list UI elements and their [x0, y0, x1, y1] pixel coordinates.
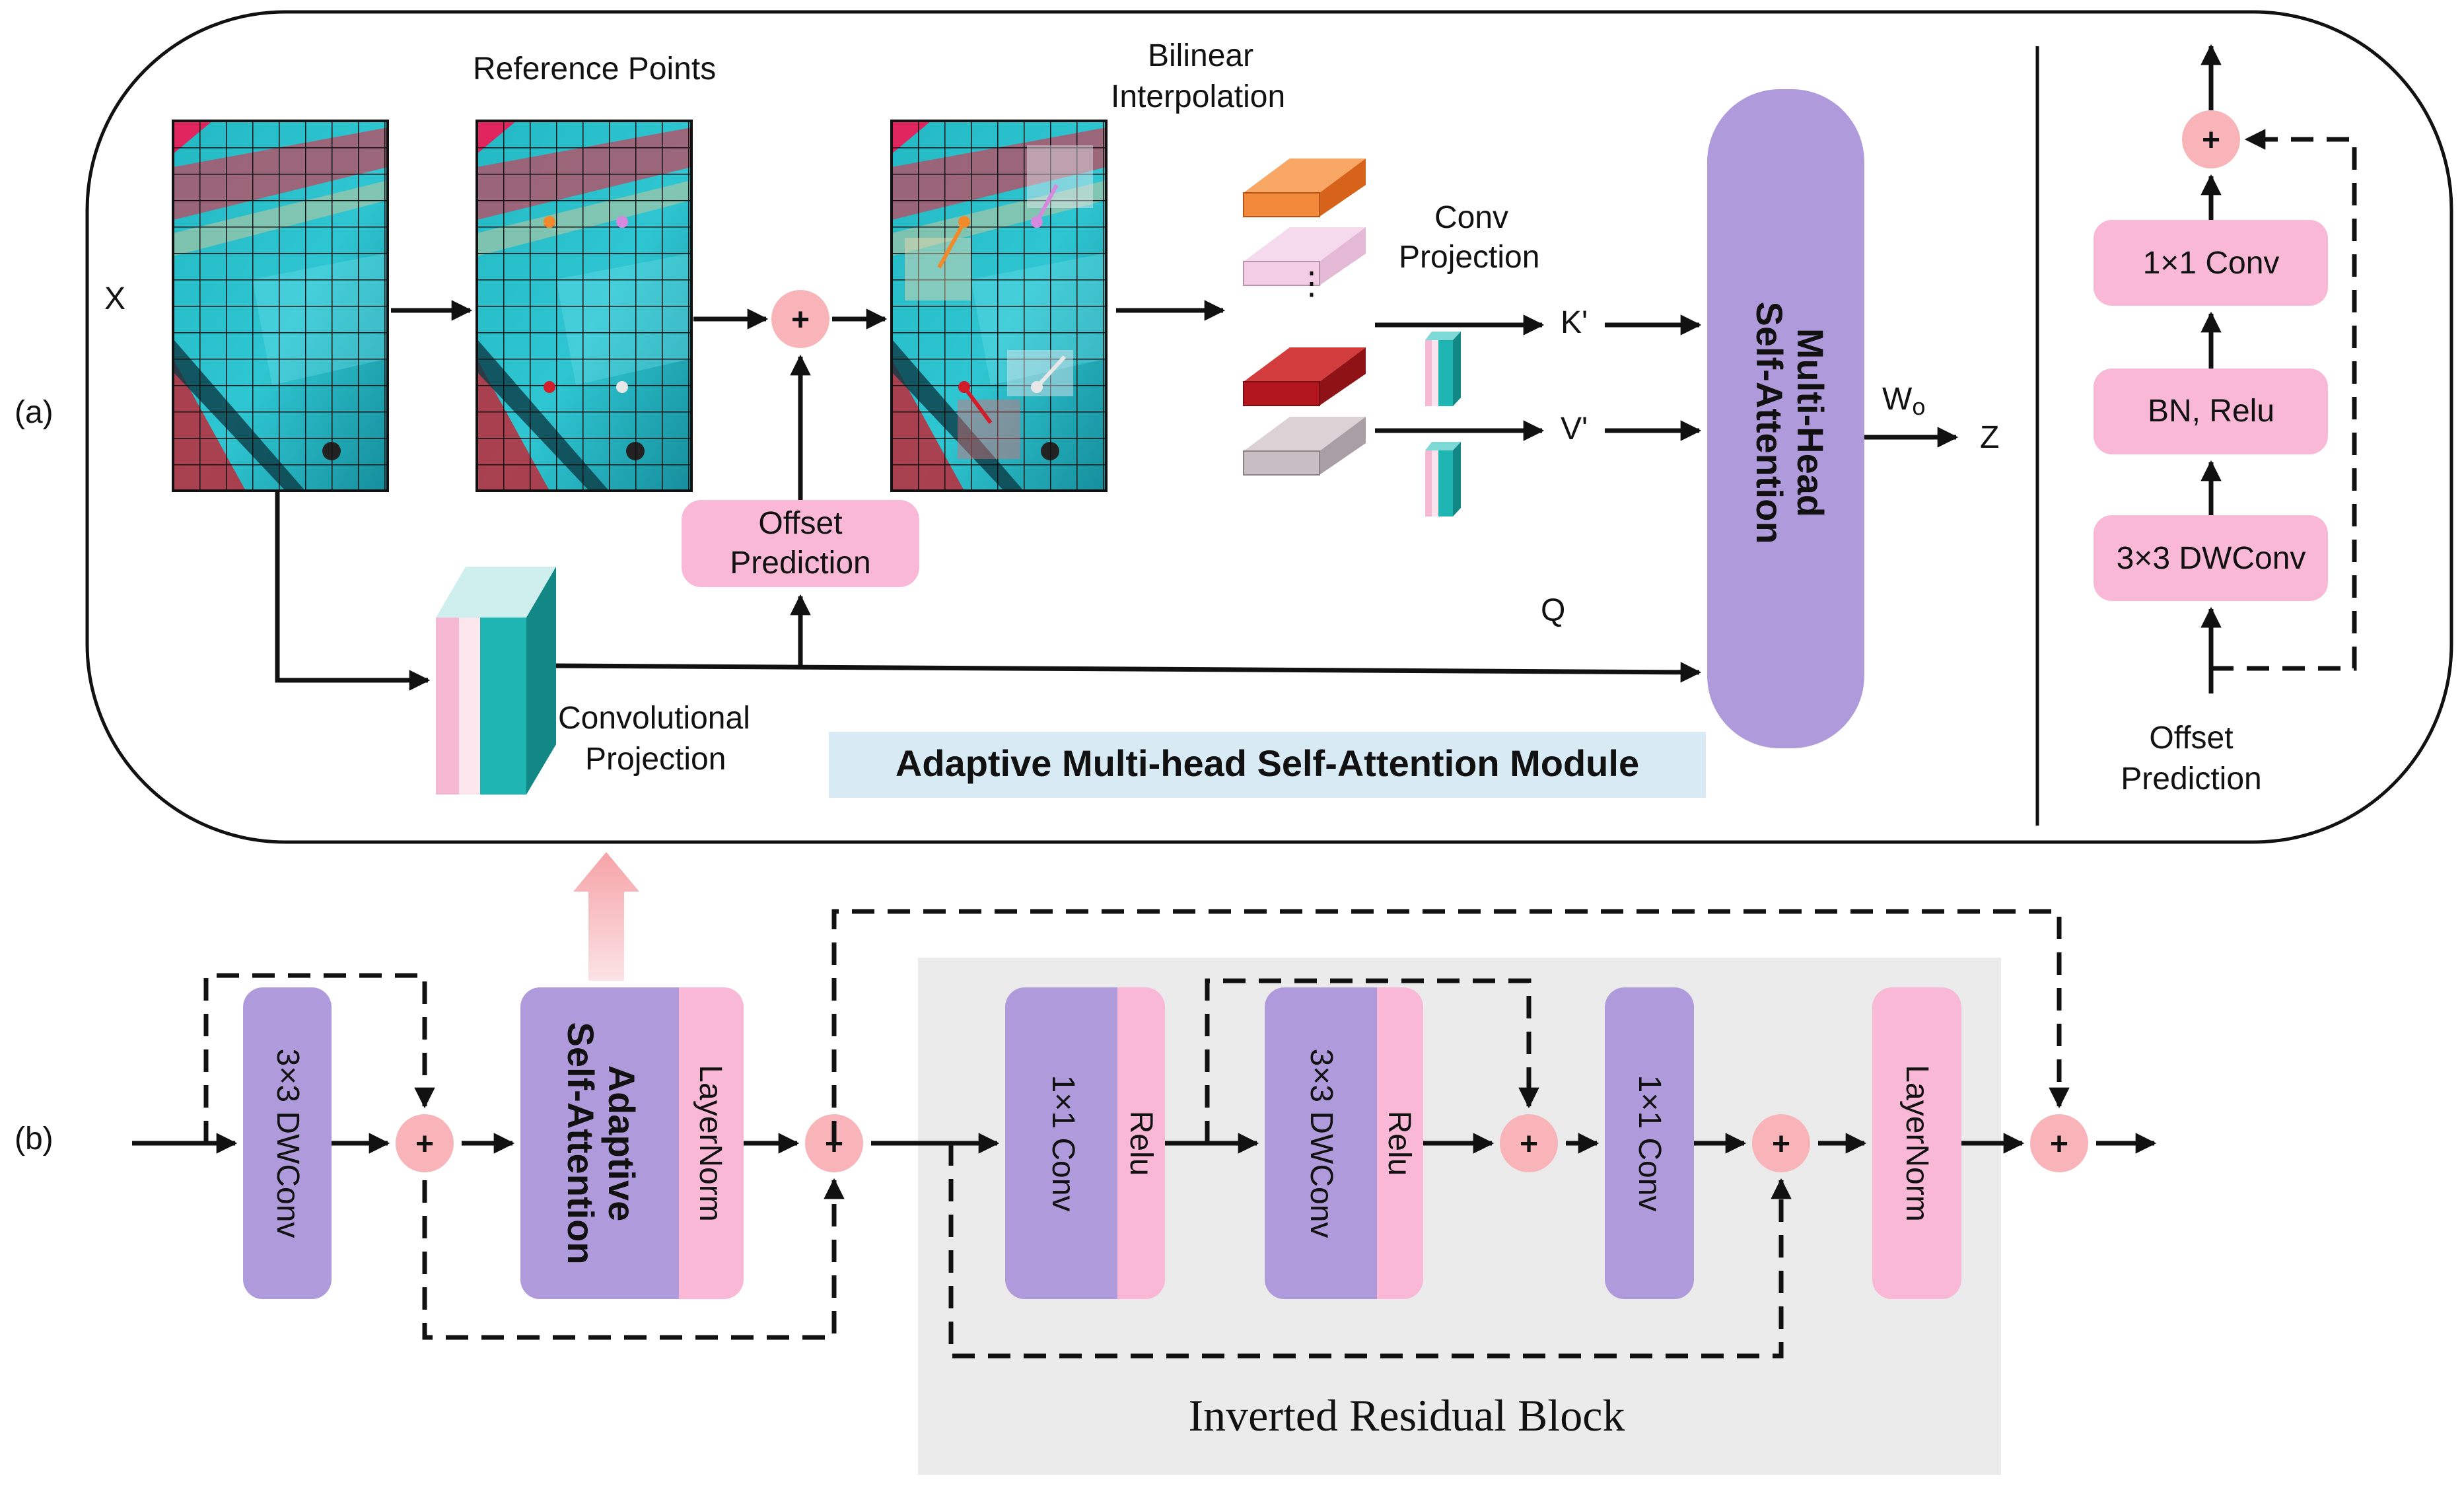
ref-point-violet — [616, 216, 628, 228]
add-node-b5: + — [2030, 1114, 2088, 1172]
irb-conv2-label: 1×1 Conv — [1632, 1075, 1667, 1212]
irb-relu1-label: Relu — [1123, 1111, 1158, 1176]
dwconv-label: 3×3 DWConv — [270, 1049, 305, 1238]
detail-caption-2: Prediction — [2121, 762, 2261, 797]
wo-label: Wo — [1882, 382, 1925, 420]
z-label: Z — [1980, 420, 1999, 455]
irb-dwconv-label: 3×3 DWConv — [1304, 1049, 1339, 1238]
panel-b: (b) Inverted Residual Block 3×3 DWConv A… — [15, 909, 2157, 1475]
svg-text:+: + — [415, 1127, 434, 1162]
adaptive-attention-block: Adaptive Self-Attention LayerNorm — [520, 987, 744, 1299]
sampling-points-map — [890, 120, 1108, 492]
detail-caption-1: Offset — [2149, 721, 2233, 756]
convolutional-projection-block — [436, 567, 556, 795]
ref-point-red — [544, 381, 555, 393]
input-x-label: X — [104, 281, 125, 316]
add-node-b4: + — [1752, 1114, 1810, 1172]
irb-conv2-block — [1605, 987, 1694, 1299]
irb-title: Inverted Residual Block — [1189, 1390, 1625, 1440]
mhsa-block — [1707, 89, 1864, 748]
svg-text:+: + — [1520, 1127, 1538, 1162]
bilinear-label-1: Bilinear — [1148, 38, 1253, 73]
detail-dwconv-box — [2094, 515, 2328, 601]
conv-proj-label-2: Projection — [1399, 240, 1539, 275]
module-title: Adaptive Multi-head Self-Attention Modul… — [896, 742, 1639, 784]
add-node-b3: + — [1500, 1114, 1558, 1172]
v-label: V' — [1561, 411, 1588, 446]
expand-up-arrow — [573, 852, 639, 981]
ref-point-orange — [544, 216, 555, 228]
conv-proj-label-1: Conv — [1434, 200, 1508, 235]
detail-bn-relu-label: BN, Relu — [2148, 394, 2274, 429]
reference-points-label: Reference Points — [473, 52, 716, 87]
mhsa-label-1: Multi-Head — [1790, 328, 1831, 517]
conv-projection-label-2: Projection — [585, 742, 726, 777]
ref-point-white — [616, 381, 628, 393]
add-node-b1: + — [396, 1114, 454, 1172]
add-node-offset-plus: + — [791, 302, 810, 337]
panel-a: (a) X Reference Points — [15, 10, 2453, 844]
add-node-offset — [771, 290, 829, 348]
detail-conv1x1-label: 1×1 Conv — [2143, 246, 2280, 281]
svg-text:+: + — [2050, 1127, 2068, 1162]
irb-layernorm-label: LayerNorm — [1899, 1065, 1934, 1221]
offset-detail: 1×1 Conv BN, Relu 3×3 DWConv + Offset Pr… — [2094, 44, 2357, 797]
offset-prediction-label-2: Prediction — [730, 546, 870, 581]
k-label: K' — [1561, 305, 1588, 340]
bilinear-label-2: Interpolation — [1111, 79, 1285, 114]
irb-conv1-label: 1×1 Conv — [1045, 1075, 1080, 1212]
svg-text:+: + — [1772, 1127, 1790, 1162]
offset-prediction-label-1: Offset — [758, 506, 842, 541]
detail-conv1x1-box — [2094, 220, 2328, 306]
panel-a-label: (a) — [15, 395, 53, 430]
detail-add-node — [2182, 110, 2240, 168]
feature-ellipsis: ⋮ — [1296, 266, 1327, 301]
sampled-features-stack: ⋮ — [1243, 159, 1366, 476]
detail-bn-relu-box — [2094, 369, 2328, 454]
irb-dwconv-block: 3×3 DWConv Relu — [1265, 987, 1423, 1299]
adaptive-label-1: Adaptive — [601, 1065, 643, 1222]
offset-prediction-box — [682, 500, 919, 587]
q-label: Q — [1541, 593, 1565, 628]
feature-bar-red — [1243, 347, 1366, 406]
irb-relu2-label: Relu — [1382, 1111, 1417, 1176]
feature-bar-orange — [1243, 159, 1366, 217]
module-a-frame — [85, 10, 2453, 844]
detail-dwconv-label: 3×3 DWConv — [2117, 541, 2306, 576]
feature-bar-pink — [1243, 227, 1366, 286]
feature-bar-gray — [1243, 417, 1366, 476]
irb-layernorm-block — [1872, 987, 1961, 1299]
conv-projection-label-1: Convolutional — [558, 701, 750, 736]
conv-block-v — [1425, 442, 1461, 516]
irb-conv1-block: 1×1 Conv Relu — [1005, 987, 1165, 1299]
detail-add-node-plus: + — [2202, 123, 2220, 158]
adaptive-label-2: Self-Attention — [560, 1022, 602, 1264]
input-feature-map — [172, 120, 389, 492]
mhsa-label-2: Self-Attention — [1749, 301, 1790, 544]
panel-b-label: (b) — [15, 1121, 53, 1156]
layernorm-label: LayerNorm — [693, 1065, 728, 1221]
panel-b-skip-connections — [203, 909, 2070, 1359]
dwconv-block — [243, 987, 332, 1299]
panel-a-arrows — [275, 300, 1959, 691]
reference-points-map — [475, 120, 693, 492]
conv-block-k — [1425, 332, 1461, 406]
module-title-bg — [829, 732, 1706, 798]
